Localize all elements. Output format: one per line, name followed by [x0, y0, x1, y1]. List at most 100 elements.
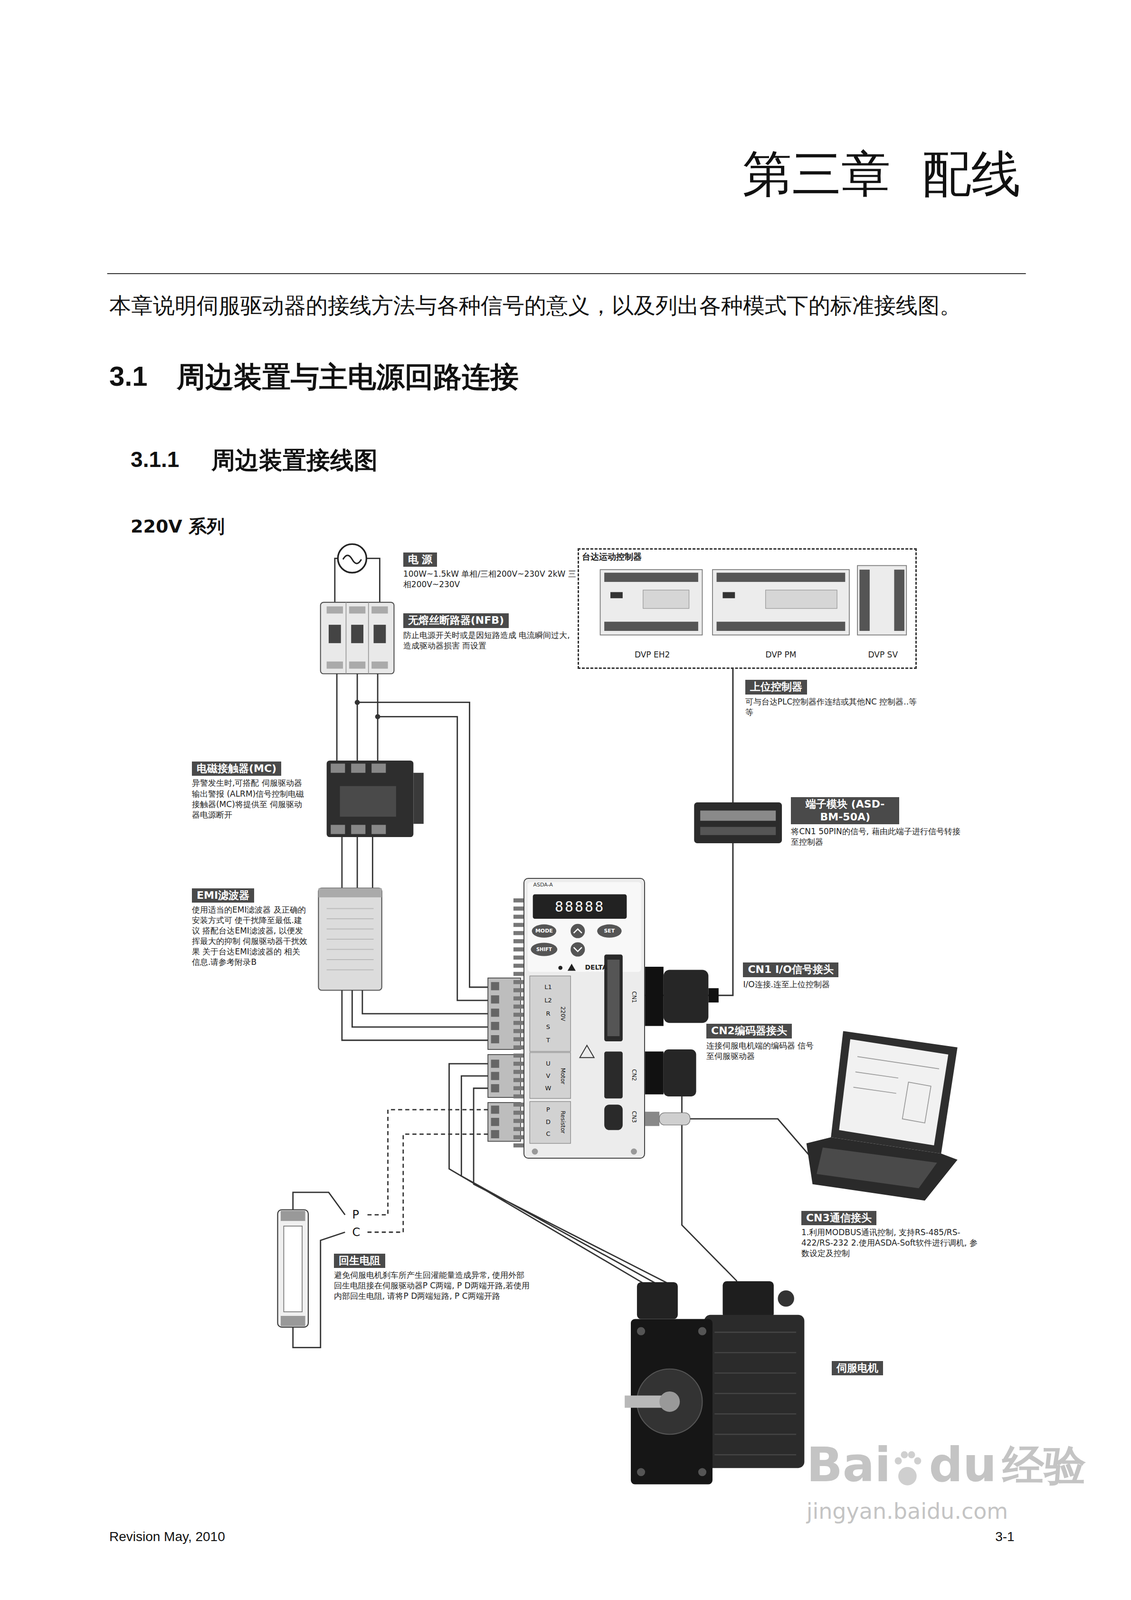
callout-heading: 上位控制器	[745, 679, 808, 694]
breaker-handle	[373, 624, 387, 644]
breaker-body	[320, 602, 395, 674]
junction-dot	[354, 699, 361, 705]
resistor-wire-dashed	[365, 1109, 488, 1233]
servo-motor-callout: 伺服电机	[831, 1360, 924, 1376]
motor-encoder-cap	[722, 1281, 774, 1318]
motor-hub	[659, 1391, 680, 1412]
plug-screw	[491, 1071, 500, 1080]
cn2-plug	[663, 1049, 697, 1097]
terminal-strip	[700, 826, 776, 836]
contactor-callout: 电磁接触器(MC)异警发生时,可搭配 伺服驱动器输出警报 (ALRM)信号控制电…	[191, 761, 307, 820]
breaker-terminal	[326, 606, 343, 614]
plc-body	[857, 565, 907, 636]
callout-body: I/O连接.连至上位控制器	[742, 978, 907, 990]
connector-slot	[604, 1104, 623, 1131]
delta-logo-icon	[567, 963, 576, 971]
power-wire	[342, 989, 488, 1040]
cn3-callout: CN3通信接头1.利用MODBUS通讯控制, 支持RS-485/RS-422/R…	[801, 1210, 984, 1259]
terminal-letter: P	[351, 1208, 359, 1222]
breaker-terminal	[349, 661, 366, 669]
terminal-block	[529, 1101, 571, 1144]
plc-unit: DVP SV	[855, 562, 911, 660]
contactor-ear	[413, 772, 424, 824]
breaker-handle	[351, 624, 364, 644]
drive-top-panel	[527, 882, 642, 972]
button-label: SHIFT	[536, 946, 552, 952]
laptop-lid	[830, 1030, 958, 1154]
bolt-hole	[698, 1327, 707, 1336]
watermark-url: jingyan.baidu.com	[806, 1498, 1009, 1524]
terminal-group-label: Resistor	[559, 1110, 566, 1134]
callout-heading: CN1 I/O信号接头	[742, 962, 838, 977]
sine-symbol	[342, 555, 362, 564]
callout-heading: EMI滤波器	[191, 888, 255, 903]
model-label: DVP PM	[710, 650, 852, 660]
drive-button	[570, 941, 585, 957]
power-wire	[336, 673, 378, 761]
callout-heading: 无熔丝断路器(NFB)	[403, 613, 509, 628]
bolt-hole	[698, 1467, 707, 1476]
plug-screw	[491, 1021, 500, 1030]
callout-body: 可与台达PLC控制器作连结或其他NC 控制器..等等	[745, 696, 922, 718]
cn1-plug	[663, 969, 709, 1023]
callout-heading: 端子模块 (ASD-BM-50A)	[790, 797, 900, 825]
button-label: MODE	[535, 928, 553, 934]
connector-name: CN3	[630, 1110, 637, 1123]
motor-connector	[777, 1290, 794, 1307]
contactor-body	[326, 760, 414, 837]
resistor-cap	[280, 1315, 306, 1326]
callout-body: 连接伺服电机端的编码器 信号至伺服驱动器	[706, 1040, 821, 1062]
plc-body	[712, 569, 850, 636]
emi-filter-ribs	[326, 908, 374, 970]
plc-terminals	[893, 569, 904, 631]
laptop-screen	[838, 1039, 949, 1146]
page-number: 3-1	[995, 1529, 1015, 1545]
terminal-block	[529, 975, 571, 1052]
plc-terminals	[716, 621, 846, 631]
callout-heading: CN3通信接头	[801, 1210, 877, 1226]
plc-body	[600, 569, 703, 636]
drive-button	[570, 923, 585, 939]
terminal-name: T	[546, 1036, 551, 1044]
terminal-name: L2	[544, 997, 552, 1004]
screen-ui	[853, 1056, 940, 1123]
breaker-handle	[328, 624, 342, 644]
plug-screw	[491, 1008, 500, 1017]
drive-heatsink	[513, 898, 524, 1149]
junction-dot	[375, 713, 381, 720]
resistor-body	[277, 1209, 309, 1327]
region-title: 台达运动控制器	[579, 549, 915, 564]
connector-slot-inner	[607, 959, 620, 1036]
watermark-paw	[898, 1466, 917, 1486]
terminal-name: U	[545, 1060, 551, 1067]
plc-terminals	[604, 572, 699, 582]
resistor-core	[283, 1226, 303, 1312]
plc-terminals	[604, 621, 699, 631]
plc-unit: DVP EH2	[598, 564, 707, 660]
contactor-terminal	[371, 763, 386, 773]
drive-button	[597, 924, 622, 938]
header-rule	[107, 273, 1027, 275]
motor-body	[704, 1314, 805, 1468]
connector-slot	[604, 1051, 623, 1099]
encoder-cable	[681, 1096, 737, 1282]
subsection-number: 3.1.1	[130, 446, 180, 473]
chapter-title: 第三章 配线	[742, 145, 1021, 203]
drive-button	[530, 942, 558, 957]
motion-controller-region: 台达运动控制器DVP EH2DVP PMDVP SV	[577, 548, 917, 669]
power-wire	[342, 836, 373, 888]
resistor-cap	[280, 1210, 306, 1221]
drive-screw	[630, 1148, 637, 1155]
connector-name: CN1	[630, 991, 637, 1004]
arrow-up-icon	[573, 929, 582, 934]
regen-resistor-callout: 回生电阻避免伺服电机刹车所产生回灌能量造成异常, 使用外部回生电阻接在伺服驱动器…	[333, 1253, 531, 1302]
cn2-plug	[645, 1051, 664, 1094]
terminal-module-callout: 端子模块 (ASD-BM-50A)将CN1 50PIN的信号, 藉由此端子进行信…	[790, 797, 967, 847]
plc-unit: DVP PM	[710, 564, 852, 660]
callout-heading: 电磁接触器(MC)	[191, 761, 282, 776]
cn3-plug	[645, 1111, 660, 1126]
watermark-paw	[900, 1451, 908, 1459]
breaker-terminal	[326, 661, 343, 669]
